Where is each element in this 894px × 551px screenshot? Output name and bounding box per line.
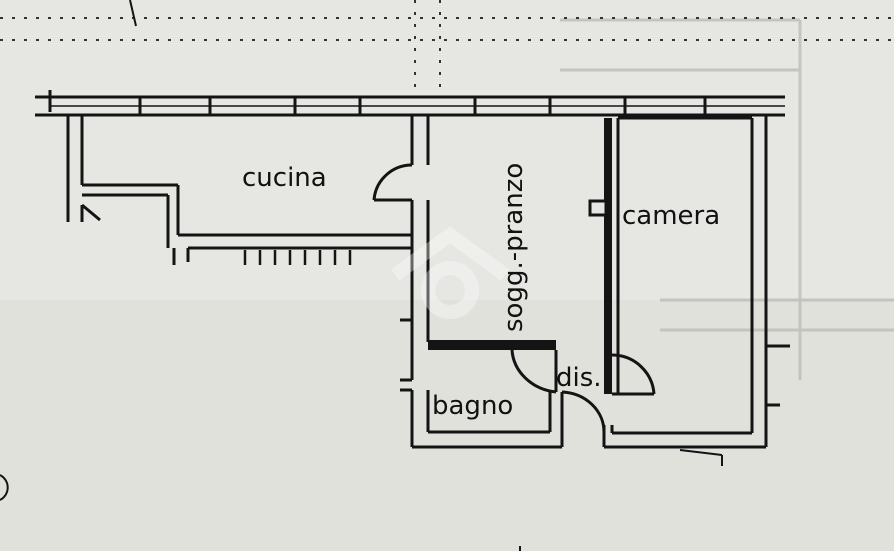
exterior-details [0, 0, 723, 551]
house-watermark-icon [390, 226, 510, 319]
room-label-cucina: cucina [242, 163, 327, 193]
exterior-wall-north [35, 90, 785, 117]
room-label-soggiorno-pranzo: sogg.-pranzo [499, 163, 529, 332]
balcony-railing [243, 250, 352, 265]
dotted-guides [0, 0, 894, 90]
bedroom-walls [588, 115, 790, 449]
paper-shadow [0, 300, 894, 551]
bleed-through-marks [560, 18, 894, 380]
room-label-disimpegno: dis. [556, 363, 602, 393]
bedroom-door [561, 353, 656, 433]
bathroom-door [510, 349, 558, 394]
kitchen-walls [66, 115, 412, 265]
room-label-camera: camera [622, 201, 720, 231]
kitchen-door [372, 163, 413, 202]
bathroom-walls [412, 340, 564, 449]
room-label-bagno: bagno [432, 391, 513, 421]
central-walls [400, 115, 430, 447]
